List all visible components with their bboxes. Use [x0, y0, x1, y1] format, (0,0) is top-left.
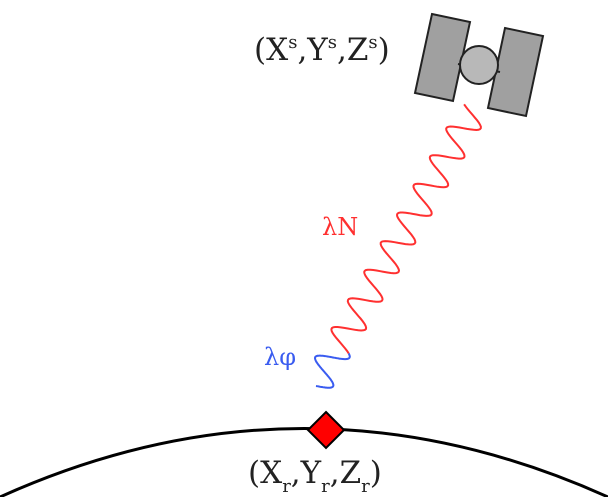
satellite-right-panel: [486, 26, 545, 118]
receiver-coordinates: (Xr,Yr,Zr): [248, 458, 382, 496]
receiver-comma-2: ,: [329, 455, 340, 491]
phase-wave: [314, 352, 351, 389]
satellite-y-sup: s: [327, 32, 338, 53]
satellite-x-sup: s: [288, 32, 298, 53]
satellite-body: [459, 45, 499, 85]
receiver-z: Z: [339, 455, 362, 491]
satellite-comma-2: ,: [337, 32, 347, 68]
receiver-diamond-icon: [306, 410, 346, 450]
satellite-x: X: [266, 32, 289, 68]
receiver-x: X: [260, 455, 283, 491]
satellite-z: Z: [346, 32, 369, 68]
satellite-z-sup: s: [368, 32, 378, 53]
receiver-coord-close: ): [369, 455, 382, 491]
receiver-z-sub: r: [361, 476, 370, 497]
receiver-comma-1: ,: [290, 455, 301, 491]
satellite-left-panel: [413, 12, 472, 103]
satellite-comma-1: ,: [297, 32, 308, 68]
ambiguity-wave: [330, 103, 482, 354]
earth-surface-arc: [0, 427, 608, 497]
phase-label: λφ: [264, 343, 297, 371]
ambiguity-label: λN: [322, 213, 359, 241]
satellite-coord-open: (: [254, 32, 267, 68]
receiver-y: Y: [300, 455, 322, 491]
receiver-y-sub: r: [321, 476, 330, 497]
satellite-coord-close: ): [377, 32, 390, 68]
satellite-coordinates: (Xs,Ys,Zs): [254, 34, 390, 66]
receiver-coord-open: (: [248, 455, 261, 491]
satellite-y: Y: [307, 32, 328, 68]
satellite-icon: [413, 12, 545, 118]
receiver-x-sub: r: [282, 476, 291, 497]
